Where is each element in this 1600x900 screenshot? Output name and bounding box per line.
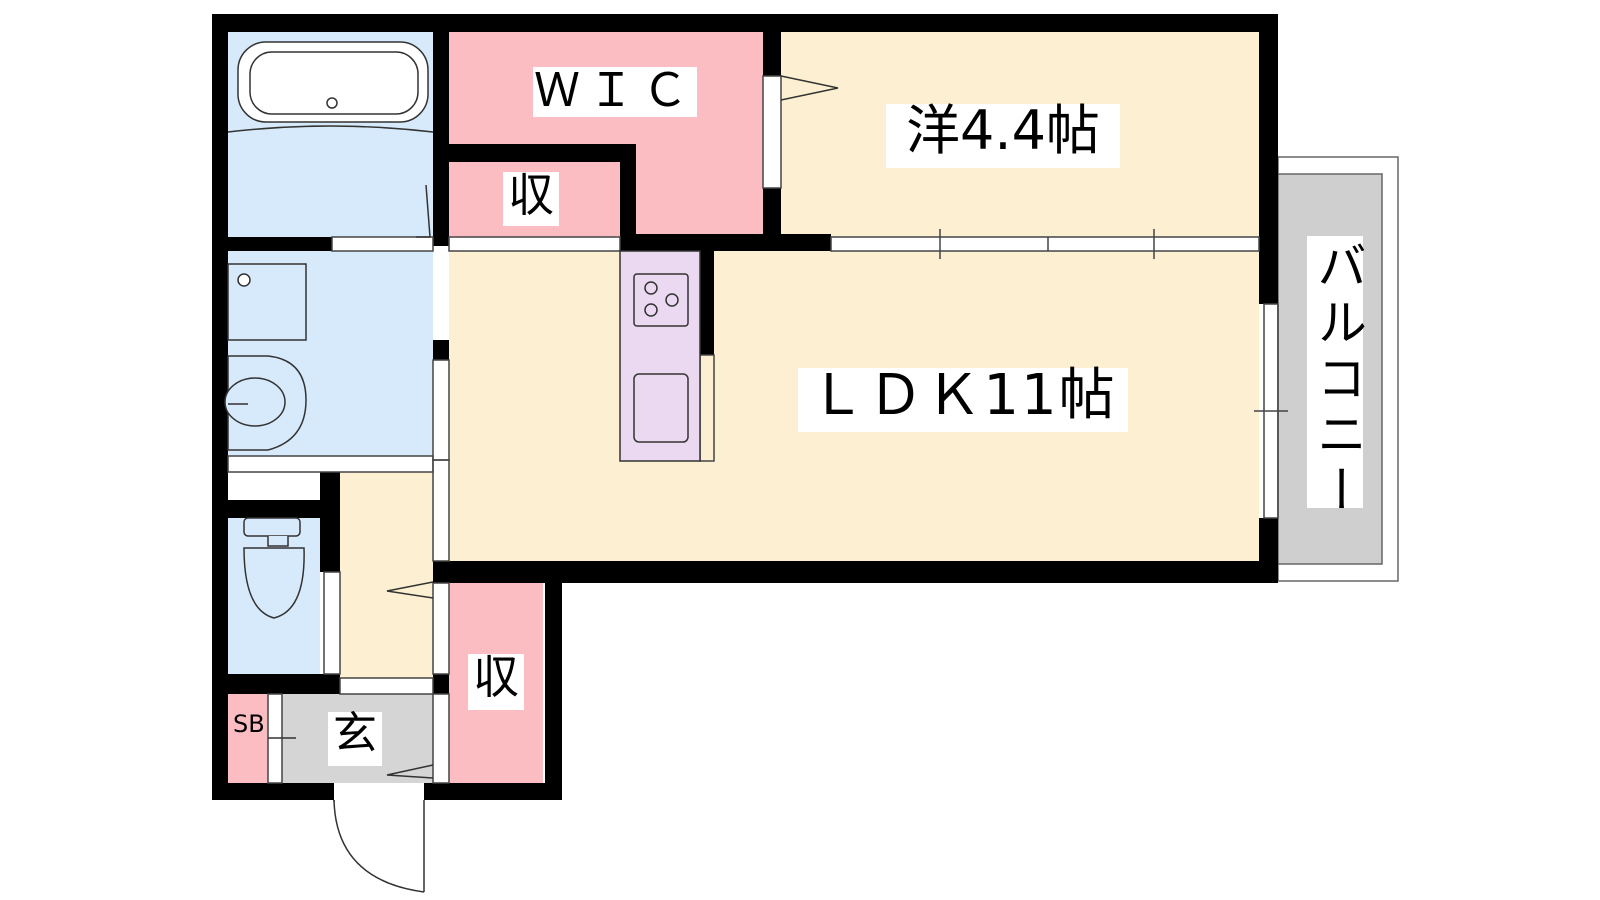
room-label-storage-upper: 収 <box>503 172 559 226</box>
kitchen-counter <box>619 250 701 462</box>
stove-icon <box>633 273 689 327</box>
room-label-balcony: バルコニー <box>1307 236 1367 520</box>
hallway-floor <box>340 472 433 678</box>
room-label-wic: ＷＩＣ <box>533 63 697 117</box>
wic-floor <box>449 32 763 237</box>
room-label-shoebox: SB <box>233 710 265 738</box>
room-label-western: 洋4.4帖 <box>886 104 1120 168</box>
walls <box>212 14 1278 800</box>
bathtub-icon <box>227 41 434 133</box>
room-label-storage-lower: 収 <box>468 654 524 710</box>
door-swings <box>268 75 839 893</box>
washbasin-icon <box>224 263 307 451</box>
toilet-icon <box>243 517 305 619</box>
room-label-entrance: 玄 <box>328 712 382 766</box>
shoebox-floor <box>228 694 268 783</box>
room-label-ldk: ＬＤＫ11帖 <box>798 368 1128 432</box>
sink-icon <box>633 373 689 443</box>
